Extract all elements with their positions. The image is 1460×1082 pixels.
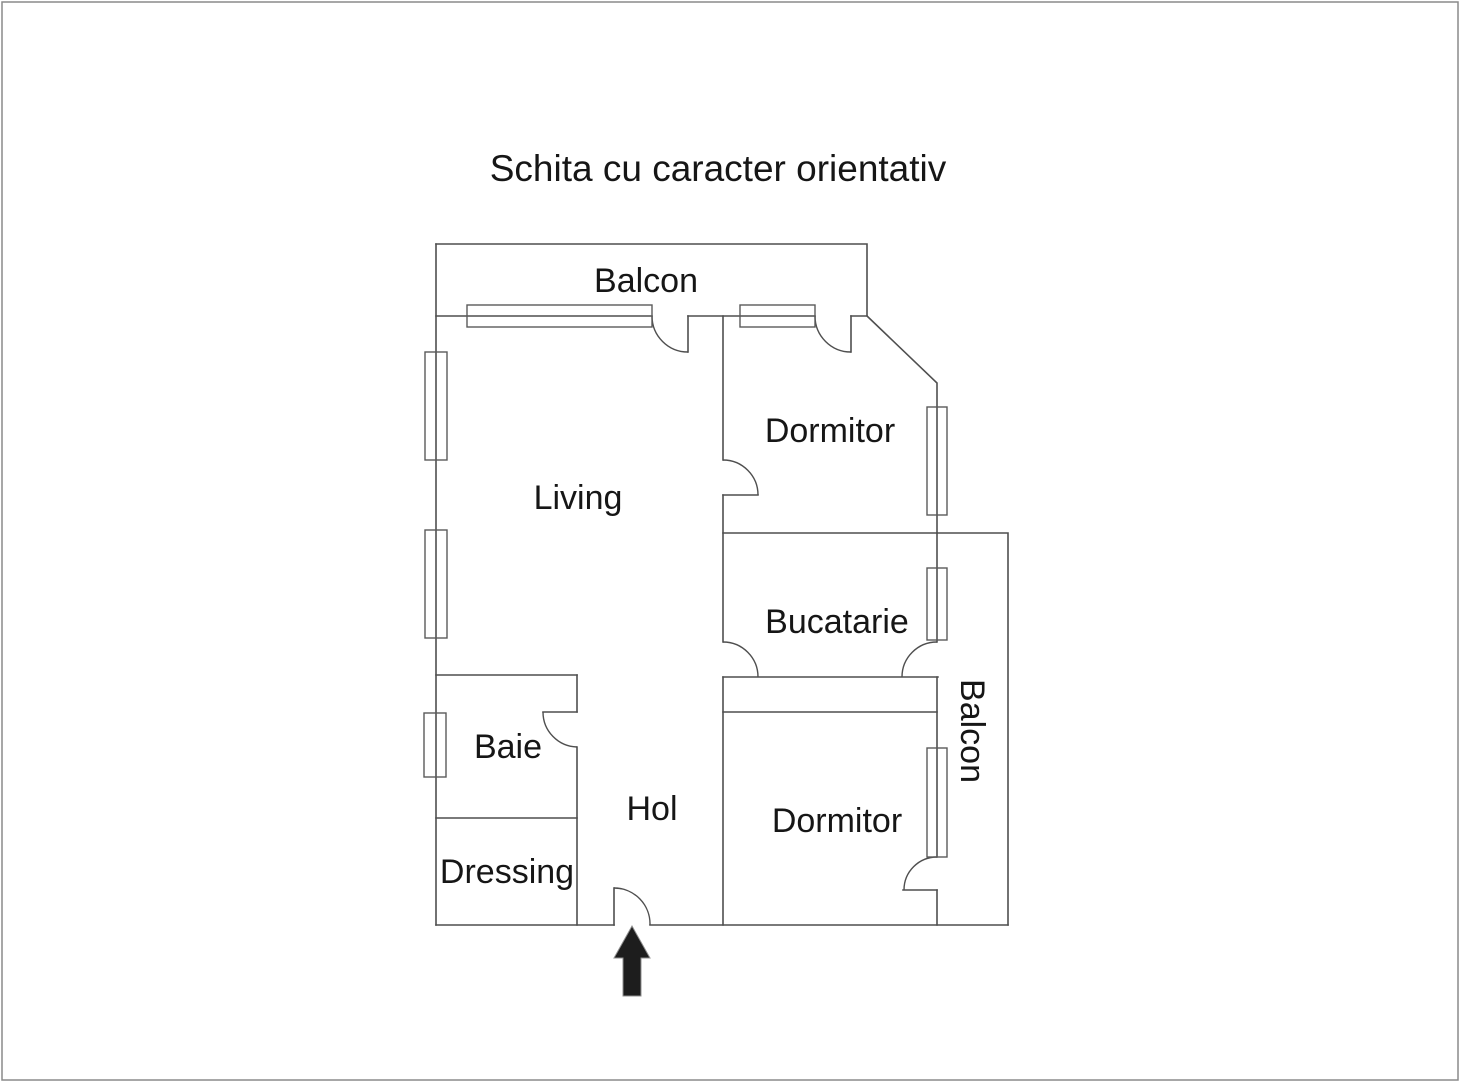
- door-arc-dormitor-top: [722, 459, 759, 496]
- window-dormitor-balcony: [739, 304, 816, 328]
- room-label-dressing: Dressing: [440, 853, 574, 891]
- window-living-left-lower: [424, 529, 448, 639]
- room-label-dormitor-top: Dormitor: [765, 412, 895, 450]
- door-arc-entrance: [613, 887, 651, 926]
- room-label-balcon-top: Balcon: [594, 262, 698, 300]
- entrance-arrow-icon: [613, 924, 651, 997]
- window-baie: [423, 712, 447, 778]
- window-dormitor-bottom: [926, 747, 948, 858]
- windows-group: [423, 304, 948, 858]
- door-arc-dormitor-bottom-balcon: [903, 856, 938, 891]
- room-label-balcon-right: Balcon: [953, 679, 991, 783]
- wall-bucatarie-top-and-right-outer: [722, 532, 1009, 926]
- door-arc-living-balcony: [651, 315, 689, 353]
- window-dormitor-right: [926, 406, 948, 516]
- room-label-baie: Baie: [474, 728, 542, 766]
- room-label-bucatarie: Bucatarie: [765, 603, 909, 641]
- window-living-left-upper: [424, 351, 448, 461]
- walls-group: [435, 243, 1009, 926]
- room-label-hol: Hol: [626, 790, 677, 828]
- room-label-dormitor-bottom: Dormitor: [772, 802, 902, 840]
- door-arc-bucatarie-hol: [722, 641, 759, 678]
- window-bucatarie: [926, 567, 948, 641]
- window-living-balcony: [466, 304, 653, 328]
- page-title: Schita cu caracter orientativ: [490, 148, 947, 189]
- door-arc-bucatarie-balcon: [901, 641, 938, 678]
- room-label-living: Living: [534, 479, 623, 517]
- door-arc-dormitor-balcony: [814, 315, 852, 353]
- door-arc-baie: [542, 711, 578, 748]
